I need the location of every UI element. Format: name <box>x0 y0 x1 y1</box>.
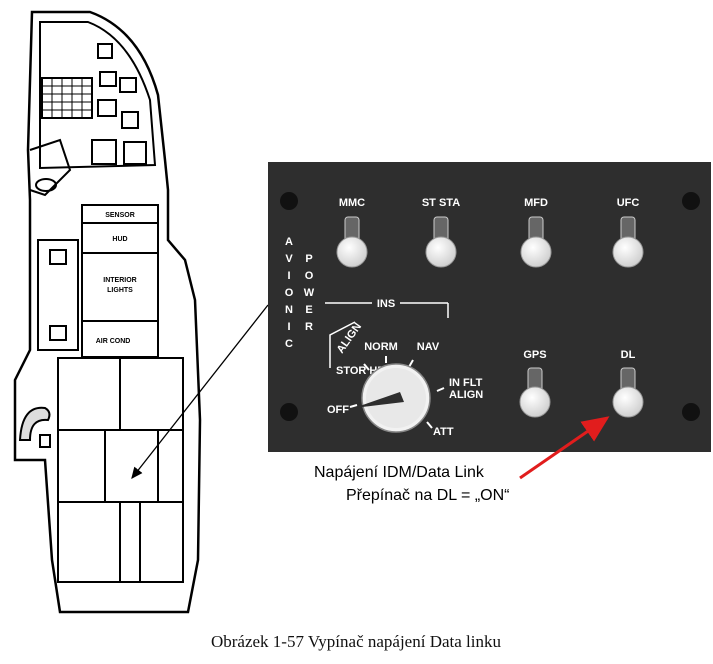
figure-caption: Obrázek 1-57 Vypínač napájení Data linku <box>211 632 502 651</box>
toggle-switch-gps[interactable] <box>519 367 551 418</box>
sensor-label: SENSOR <box>105 212 135 219</box>
knob-label-in-flt: IN FLT <box>449 377 483 389</box>
power-label: P O W E R <box>304 253 315 333</box>
screw-icon <box>280 403 298 421</box>
callout-line-1: Napájení IDM/Data Link <box>314 464 485 481</box>
toggle-switch-st-sta[interactable] <box>425 216 457 268</box>
console-labels: SENSOR HUD INTERIOR LIGHTS AIR COND <box>96 212 137 345</box>
toggle-label-mfd: MFD <box>524 197 548 209</box>
svg-text:O: O <box>285 287 294 299</box>
callout-line-2: Přepínač na DL = „ON“ <box>346 487 509 504</box>
knob-label-att: ATT <box>433 426 454 438</box>
svg-text:R: R <box>305 321 313 333</box>
svg-text:N: N <box>285 304 293 316</box>
toggle-label-st-sta: ST STA <box>422 197 460 209</box>
knob-label-off: OFF <box>327 404 349 416</box>
screw-icon <box>280 192 298 210</box>
screw-icon <box>682 192 700 210</box>
screw-icon <box>682 403 700 421</box>
svg-text:C: C <box>285 338 293 350</box>
toggle-switch-mmc[interactable] <box>336 216 368 268</box>
grid-display <box>41 77 93 119</box>
knob-label-norm: NORM <box>364 341 398 353</box>
interior-lights-label-2: LIGHTS <box>107 287 133 294</box>
hud-label: HUD <box>112 236 127 243</box>
svg-text:I: I <box>287 270 290 282</box>
avionic-power-panel: A V I O N I C P O W E R MMC ST STA MFD U… <box>268 162 711 452</box>
svg-text:E: E <box>305 304 312 316</box>
pointer-arrow <box>131 304 269 480</box>
toggle-label-dl: DL <box>621 349 636 361</box>
svg-text:P: P <box>305 253 312 265</box>
svg-text:A: A <box>285 236 293 248</box>
callout-arrow <box>519 416 610 480</box>
toggle-label-gps: GPS <box>523 349 546 361</box>
side-console <box>13 10 202 614</box>
svg-text:I: I <box>287 321 290 333</box>
knob-label-nav: NAV <box>417 341 440 353</box>
ins-mode-knob[interactable] <box>354 363 431 433</box>
svg-text:V: V <box>285 253 293 265</box>
svg-text:W: W <box>304 287 315 299</box>
ins-title: INS <box>377 298 395 310</box>
toggle-label-mmc: MMC <box>339 197 365 209</box>
air-cond-label: AIR COND <box>96 338 131 345</box>
toggle-switch-ufc[interactable] <box>612 216 644 268</box>
toggle-switch-mfd[interactable] <box>520 216 552 268</box>
knob-label-in-flt-align: ALIGN <box>449 389 483 401</box>
toggle-label-ufc: UFC <box>617 197 640 209</box>
svg-text:O: O <box>305 270 314 282</box>
interior-lights-label-1: INTERIOR <box>103 277 136 284</box>
toggle-switch-dl[interactable] <box>612 367 644 418</box>
avionic-label: A V I O N I C <box>285 236 294 350</box>
